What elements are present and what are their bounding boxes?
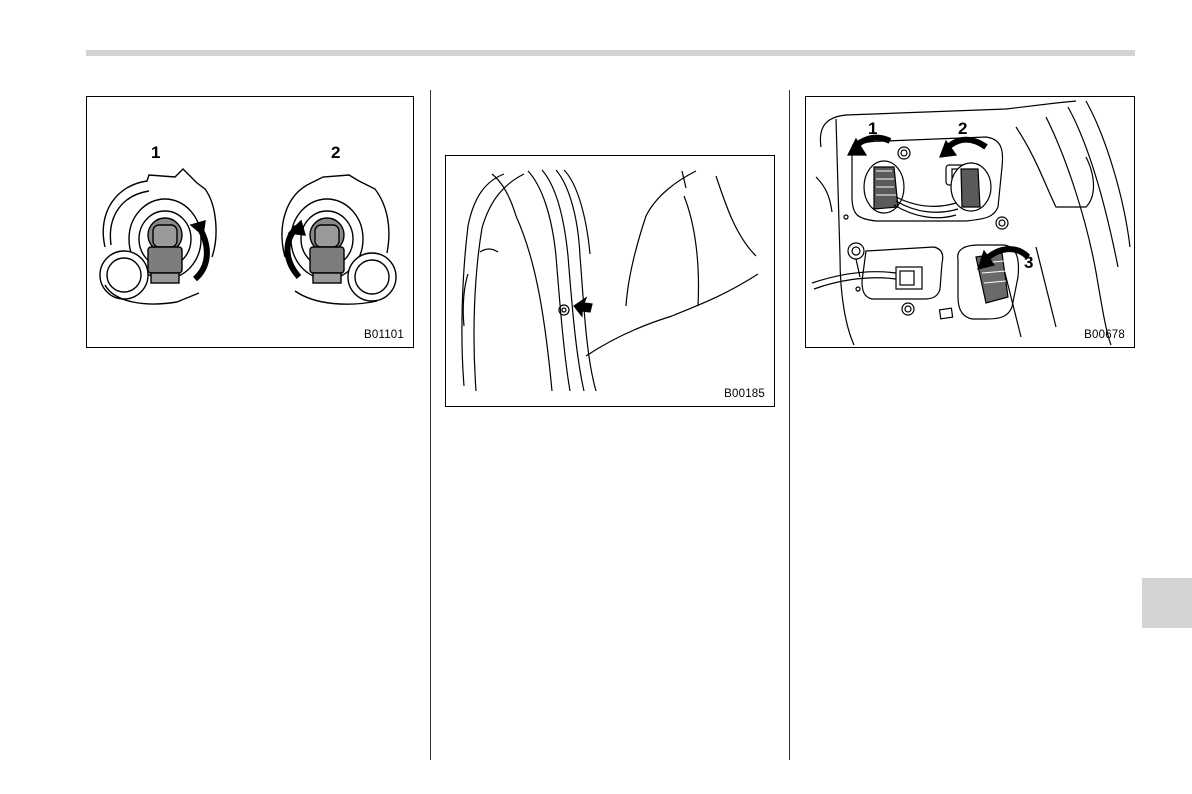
rear-light-illustration bbox=[806, 97, 1134, 347]
figure-rear-light-sockets: 1 2 3 B00678 bbox=[805, 96, 1135, 348]
callout-2: 2 bbox=[331, 143, 340, 163]
panel-illustration bbox=[446, 156, 774, 406]
header-rule bbox=[86, 50, 1135, 56]
column-divider-right bbox=[789, 90, 790, 760]
figure-code: B01101 bbox=[364, 329, 404, 341]
bulb-socket-illustration bbox=[87, 97, 413, 347]
column-divider-left bbox=[430, 90, 431, 760]
figure-screw-location: B00185 bbox=[445, 155, 775, 407]
figure-code: B00678 bbox=[1084, 329, 1125, 341]
figure-bulb-sockets: 1 2 B01101 bbox=[86, 96, 414, 348]
callout-1: 1 bbox=[151, 143, 160, 163]
figure-code: B00185 bbox=[724, 388, 765, 400]
callout-2: 2 bbox=[958, 119, 967, 139]
callout-3: 3 bbox=[1024, 253, 1033, 273]
callout-1: 1 bbox=[868, 119, 877, 139]
section-thumb-tab bbox=[1142, 578, 1192, 628]
